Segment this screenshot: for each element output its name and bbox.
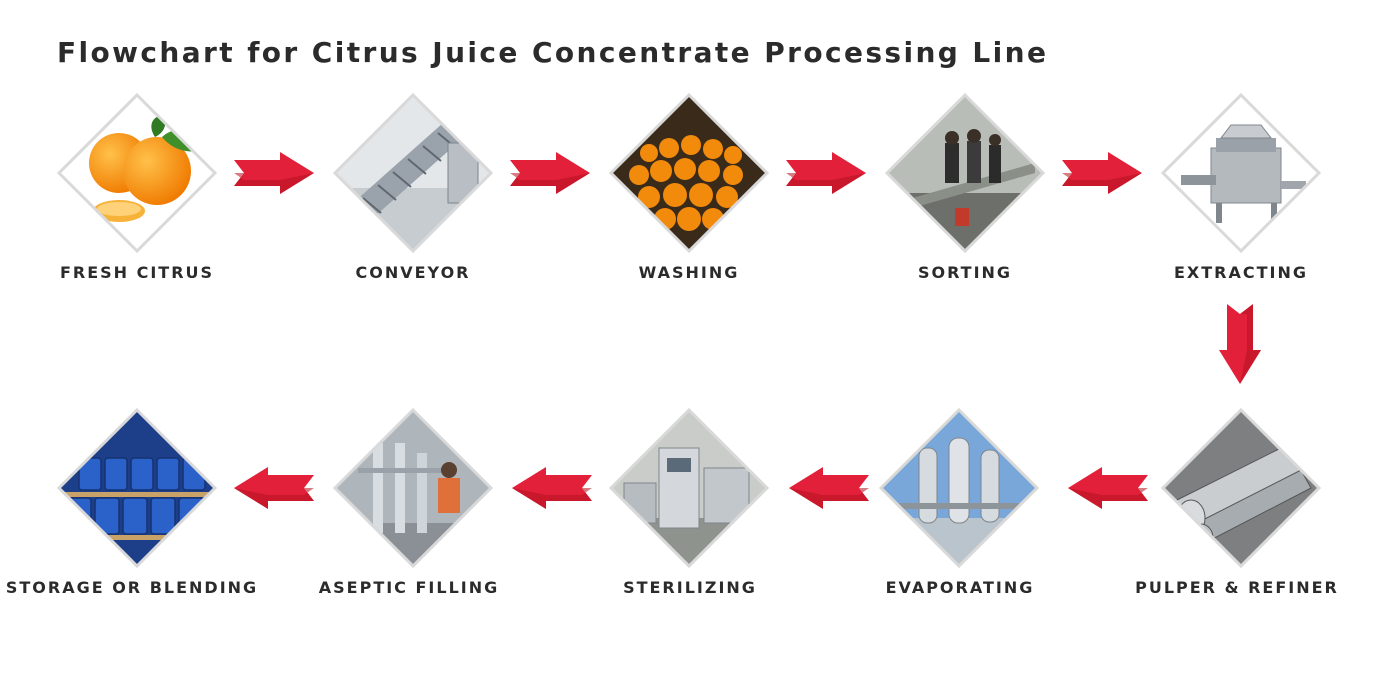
arrow-down-icon [1219,304,1261,384]
washing-photo-icon [608,92,770,254]
step-label-washing: WASHING [638,263,740,282]
step-label-storage-blending: STORAGE OR BLENDING [5,578,259,597]
step-storage-blending [56,407,218,569]
step-aseptic-filling [332,407,494,569]
step-label-fresh-citrus: FRESH CITRUS [59,263,215,282]
step-label-evaporating: EVAPORATING [885,578,1035,597]
arrow-right-icon [1062,152,1142,194]
evaporator-photo-icon [878,407,1040,569]
arrow-left-icon [1068,467,1148,509]
arrow-left-icon [789,467,869,509]
step-pulper-refiner [1160,407,1322,569]
step-sorting [884,92,1046,254]
conveyor-photo-icon [332,92,494,254]
step-label-sterilizing: STERILIZING [623,578,757,597]
sorting-photo-icon [884,92,1046,254]
extractor-photo-icon [1160,92,1322,254]
step-label-aseptic-filling: ASEPTIC FILLING [318,578,500,597]
step-sterilizing [608,407,770,569]
step-label-conveyor: CONVEYOR [355,263,471,282]
sterilizer-photo-icon [608,407,770,569]
drums-photo-icon [56,407,218,569]
arrow-left-icon [234,467,314,509]
pulper-photo-icon [1160,407,1322,569]
arrow-left-icon [512,467,592,509]
aseptic-filling-photo-icon [332,407,494,569]
arrow-right-icon [786,152,866,194]
step-conveyor [332,92,494,254]
step-washing [608,92,770,254]
page-title: Flowchart for Citrus Juice Concentrate P… [57,36,1049,69]
step-evaporating [878,407,1040,569]
oranges-photo-icon [56,92,218,254]
arrow-right-icon [234,152,314,194]
step-fresh-citrus [56,92,218,254]
step-extracting [1160,92,1322,254]
step-label-pulper-refiner: PULPER & REFINER [1135,578,1339,597]
step-label-sorting: SORTING [917,263,1013,282]
step-label-extracting: EXTRACTING [1173,263,1308,282]
arrow-right-icon [510,152,590,194]
